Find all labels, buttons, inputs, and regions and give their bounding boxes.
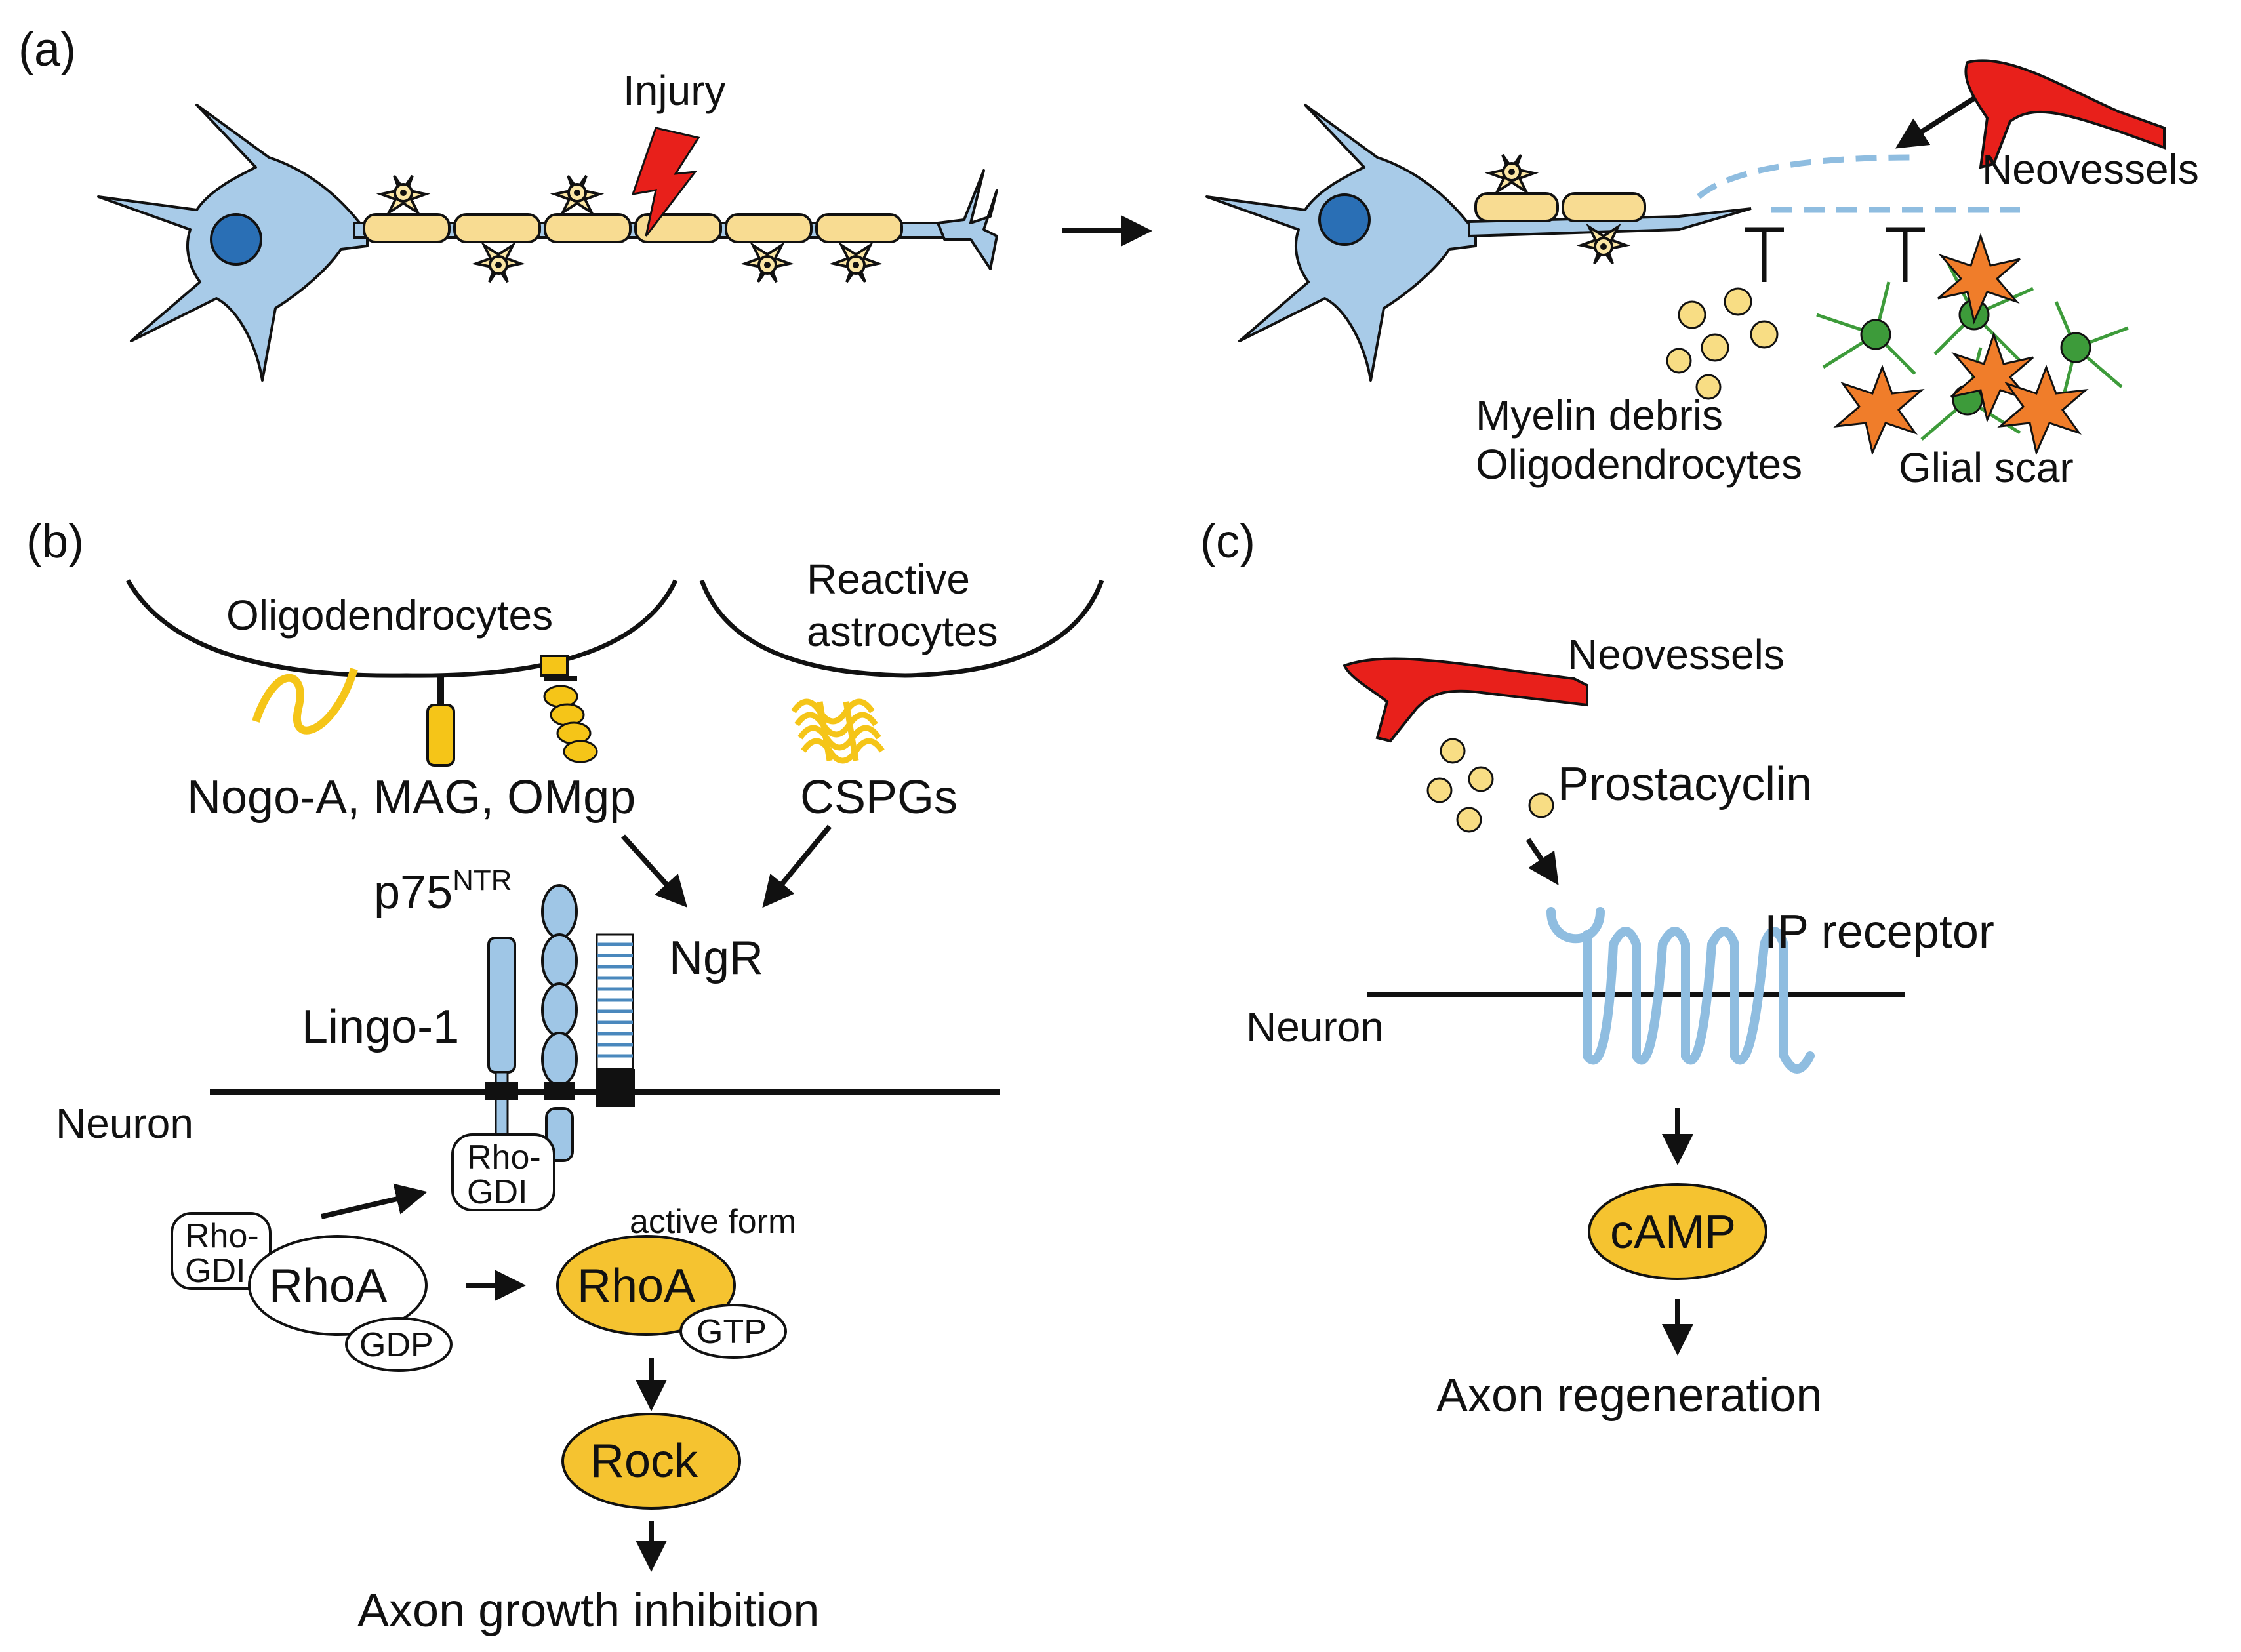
oligodendrocyte xyxy=(744,244,791,283)
ngr-receptor xyxy=(596,933,635,1107)
active-form-label: active form xyxy=(630,1203,796,1241)
ip-receptor-icon xyxy=(1546,907,1815,1074)
gdp-label: GDP xyxy=(359,1326,434,1364)
mag-icon xyxy=(426,675,455,767)
panel-label-a: (a) xyxy=(18,24,76,76)
neuron-injured xyxy=(1205,104,1752,382)
panel-label-c: (c) xyxy=(1200,515,1255,568)
axon-terminal-left xyxy=(937,169,998,270)
oligodendrocyte xyxy=(832,244,879,283)
regrowth-path-upper xyxy=(1697,154,1916,199)
myelin-segment xyxy=(725,213,813,243)
rhoa-inactive xyxy=(248,1235,428,1336)
myelin-debris xyxy=(1666,287,1779,400)
reactive-label: Reactive xyxy=(807,555,970,603)
rho-gdi-top-line1: Rho- xyxy=(467,1138,541,1177)
oligodendrocyte xyxy=(554,174,601,214)
rho-gdi-left-line2: GDI xyxy=(185,1252,245,1290)
myelin-sheaths-left xyxy=(363,174,903,283)
cspg-icon xyxy=(791,698,885,764)
rho-gdi-left-box xyxy=(171,1212,272,1290)
inhibition-myelin xyxy=(1745,227,1784,282)
injury-lightning-icon xyxy=(631,127,700,237)
camp-oval xyxy=(1588,1183,1767,1280)
oligodendrocyte-membrane xyxy=(125,579,678,678)
myelin-segment xyxy=(544,213,632,243)
prostacyclin-particles xyxy=(1426,738,1554,833)
myelin-segment xyxy=(1562,192,1646,222)
rhoa-inactive-label: RhoA xyxy=(269,1260,387,1312)
nogo-a-icon xyxy=(252,668,358,735)
glial-scar-label: Glial scar xyxy=(1899,444,2074,491)
neuron-label-b: Neuron xyxy=(56,1100,193,1147)
lingo-1-receptor xyxy=(485,937,518,1136)
rhoa-active xyxy=(556,1235,736,1336)
nucleus-left xyxy=(210,213,262,266)
neovessel-icon-a xyxy=(1964,59,2166,169)
cspgs-label: CSPGs xyxy=(800,771,958,824)
myelin-segment xyxy=(363,213,451,243)
panel-label-b: (b) xyxy=(26,515,84,568)
astrocyte-membrane xyxy=(699,579,1104,678)
p75-label: p75NTR xyxy=(374,864,512,919)
inhibition-scar xyxy=(1886,227,1925,282)
cspgs-to-ngr-arrow xyxy=(762,824,832,908)
axon-regeneration-label: Axon regeneration xyxy=(1436,1369,1822,1422)
glial-scar-cells xyxy=(1816,233,2129,456)
astrocytes-label: astrocytes xyxy=(807,608,998,655)
oligodendrocyte xyxy=(1488,153,1535,193)
rhoa-active-label: RhoA xyxy=(577,1260,695,1312)
oligodendrocytes-label-b: Oligodendrocytes xyxy=(226,592,553,639)
gtp-label: GTP xyxy=(697,1313,767,1351)
nucleus-right xyxy=(1318,193,1371,246)
neovessel-arrow xyxy=(1895,96,1976,149)
rock-oval xyxy=(561,1413,741,1510)
myelin-debris-label: Myelin debris xyxy=(1476,392,1723,439)
p75ntr-receptor xyxy=(541,884,578,1162)
rho-gdi-top-line2: GDI xyxy=(467,1173,527,1211)
neovessel-icon-c xyxy=(1343,657,1588,743)
myelin-segment xyxy=(453,213,541,243)
myelin-segment xyxy=(815,213,903,243)
axon-growth-inhibition-label: Axon growth inhibition xyxy=(357,1584,819,1637)
neuron-label-c: Neuron xyxy=(1246,1003,1384,1051)
rho-gdi-left-line1: Rho- xyxy=(185,1217,259,1255)
oligodendrocyte xyxy=(475,244,522,283)
gdp-oval xyxy=(345,1317,453,1372)
neovessels-label-a: Neovessels xyxy=(1982,146,2199,193)
rock-label: Rock xyxy=(590,1435,698,1487)
ngr-label: NgR xyxy=(669,932,763,984)
inhibitors-to-ngr-arrow xyxy=(621,834,688,908)
lingo-label: Lingo-1 xyxy=(302,1001,459,1053)
ip-receptor-label: IP receptor xyxy=(1764,906,1994,958)
omgp-icon xyxy=(540,655,598,763)
rho-gdi-release-arrow xyxy=(321,1183,428,1219)
injury-label: Injury xyxy=(623,67,726,114)
camp-label: cAMP xyxy=(1610,1206,1736,1259)
ntr-superscript: NTR xyxy=(453,864,512,897)
inhibitors-label: Nogo-A, MAG, OMgp xyxy=(187,771,636,824)
neovessels-label-c: Neovessels xyxy=(1567,631,1785,678)
rho-gdi-bound-box xyxy=(451,1133,555,1211)
prostacyclin-arrow xyxy=(1525,837,1559,885)
prostacyclin-label: Prostacyclin xyxy=(1558,758,1812,811)
myelin-segment xyxy=(1474,192,1559,222)
gtp-oval xyxy=(679,1304,787,1359)
oligodendrocytes-label-a: Oligodendrocytes xyxy=(1476,441,1802,488)
oligodendrocyte xyxy=(380,174,427,214)
p75-text: p75 xyxy=(374,866,453,919)
